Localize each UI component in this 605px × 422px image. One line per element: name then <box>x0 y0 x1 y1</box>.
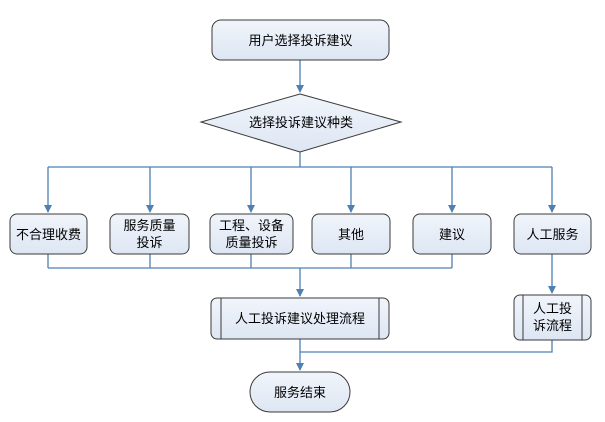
category-4-label: 其他 <box>338 228 364 243</box>
manual-process-label-line-1: 人工投 <box>533 301 572 317</box>
manual-process-label-line-2: 诉流程 <box>533 319 572 334</box>
decision-node: 选择投诉建议种类 <box>199 93 403 153</box>
end-node: 服务结束 <box>249 371 351 413</box>
category-3-label-line-2: 质量投诉 <box>225 235 277 251</box>
end-node-label: 服务结束 <box>274 385 326 401</box>
category-2-label-line-1: 服务质量 <box>123 218 175 234</box>
manual-process-node: 人工投 诉流程 <box>513 294 592 341</box>
start-node-label: 用户选择投诉建议 <box>248 33 352 49</box>
decision-node-label: 选择投诉建议种类 <box>249 115 353 131</box>
category-3-label-line-1: 工程、设备 <box>219 218 284 234</box>
main-process-node: 人工投诉建议处理流程 <box>210 297 390 340</box>
category-node-1: 不合理收费 <box>9 213 88 255</box>
category-node-2: 服务质量 投诉 <box>109 213 190 255</box>
category-node-5: 建议 <box>412 213 492 255</box>
category-1-label: 不合理收费 <box>16 228 81 243</box>
start-node: 用户选择投诉建议 <box>211 19 390 61</box>
edges <box>44 60 556 371</box>
category-node-6: 人工服务 <box>513 213 592 255</box>
category-5-label: 建议 <box>439 228 465 243</box>
category-6-label: 人工服务 <box>526 227 578 243</box>
main-process-label: 人工投诉建议处理流程 <box>235 311 365 327</box>
category-2-label-line-2: 投诉 <box>136 235 162 251</box>
edge-manual-process-to-end <box>300 340 553 353</box>
category-node-4: 其他 <box>311 213 391 255</box>
category-node-3: 工程、设备 质量投诉 <box>209 213 294 255</box>
